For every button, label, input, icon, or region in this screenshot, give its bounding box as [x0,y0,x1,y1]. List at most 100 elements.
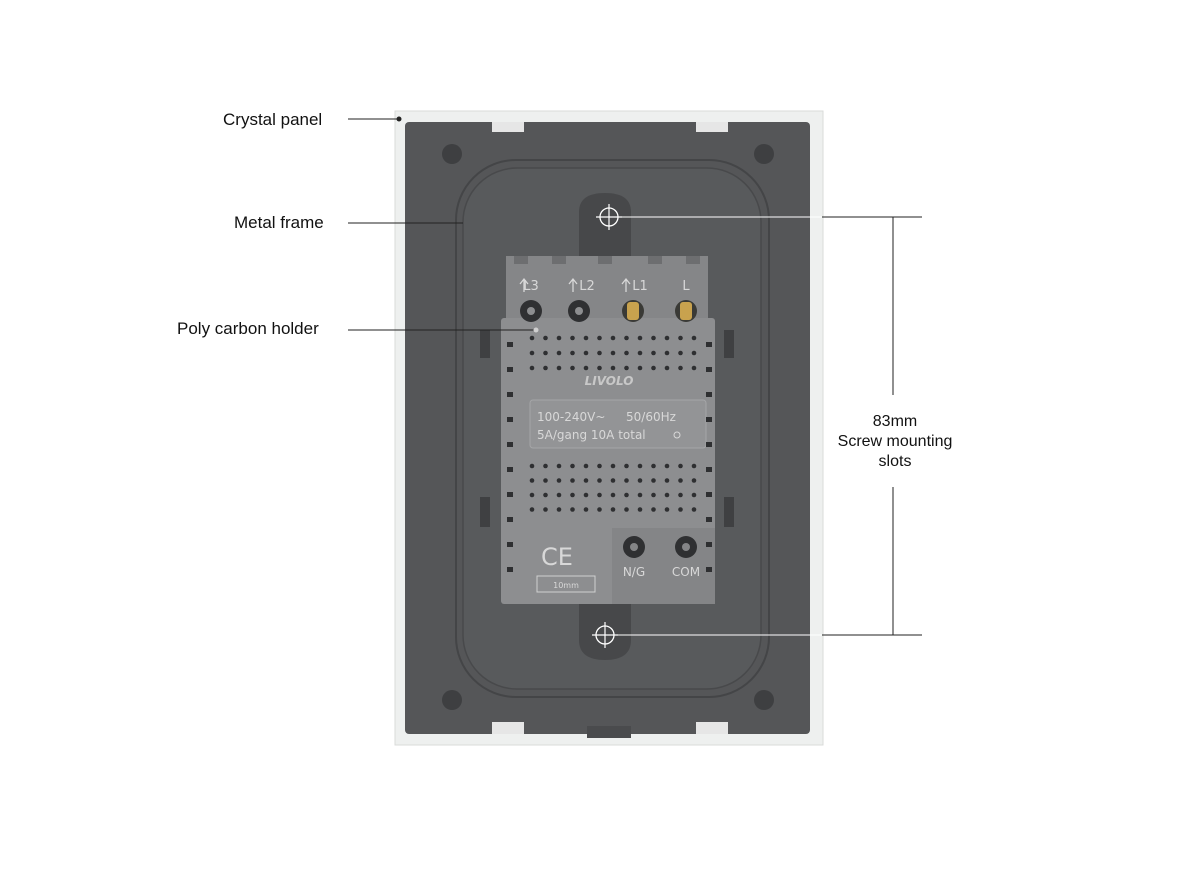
frame-hole [442,144,462,164]
brand-logo: LIVOLO [585,374,634,388]
vent-hole [583,350,589,356]
vent-hole [556,492,562,498]
terminal-l [675,300,697,322]
vent-hole [678,492,683,498]
terminal-label-l: L [682,279,690,294]
vent-hole [597,365,602,371]
vent-hole [637,335,643,341]
vent-hole [610,492,616,498]
terminal-l2 [568,300,590,322]
side-slot [706,467,712,472]
terminal-com [675,536,697,558]
vent-hole [651,350,656,356]
vent-hole [556,335,562,341]
ventilation-holes [529,335,697,512]
side-slot [507,492,513,497]
vent-hole [570,507,575,512]
terminal-label-com: COM [672,565,700,579]
spec-voltage: 100-240V~ [537,410,605,424]
side-slot [507,567,513,572]
dimension-desc-line2: slots [878,453,912,470]
light-icon [673,431,681,439]
vent-hole [651,507,656,512]
frame-hole [442,690,462,710]
vent-hole [624,350,629,356]
vent-hole [637,492,643,498]
vent-hole [691,492,697,498]
frame-hole [754,690,774,710]
spec-frequency: 50/60Hz [626,410,676,424]
terminal-l3 [520,300,542,322]
vent-hole [583,365,589,371]
vent-hole [691,507,697,512]
vent-hole [556,350,562,356]
vent-hole [529,463,535,469]
side-slot [507,367,513,372]
vent-hole [583,478,589,483]
vent-hole [637,350,643,356]
ce-mark: CE [541,543,573,571]
vent-hole [691,335,697,341]
vent-hole [610,350,616,356]
terminal-label-l2: L2 [579,279,595,294]
vent-hole [651,335,656,341]
vent-hole [543,492,548,498]
vent-hole [610,335,616,341]
vent-hole [624,507,629,512]
spec-current: 5A/gang 10A total [537,428,646,442]
vent-hole [651,463,656,469]
side-slot [706,517,712,522]
vent-hole [637,478,643,483]
side-slot [507,517,513,522]
terminal-ng [623,536,645,558]
vent-hole [597,478,602,483]
vent-hole [556,463,562,469]
vent-hole [664,507,670,512]
vent-hole [570,463,575,469]
side-slot [507,342,513,347]
vent-hole [610,478,616,483]
vent-hole [678,365,683,371]
vent-hole [678,335,683,341]
vent-hole [529,478,535,483]
side-slot [706,442,712,447]
vent-hole [583,507,589,512]
vent-hole [570,478,575,483]
vent-hole [556,365,562,371]
vent-hole [570,350,575,356]
vent-hole [529,365,535,371]
vent-hole [651,478,656,483]
vent-hole [691,350,697,356]
vent-hole [583,335,589,341]
vent-hole [691,365,697,371]
metal-frame-label: Metal frame [234,213,324,232]
side-slot [706,567,712,572]
vent-hole [678,350,683,356]
crystal-panel-label: Crystal panel [223,110,323,129]
side-slot [706,392,712,397]
vent-hole [624,463,629,469]
vent-hole [637,463,643,469]
vent-hole [651,492,656,498]
side-slot [706,367,712,372]
side-slot [706,542,712,547]
side-slot [507,542,513,547]
vent-hole [691,463,697,469]
vent-hole [624,492,629,498]
vent-hole [664,478,670,483]
vent-hole [529,507,535,512]
vent-hole [678,463,683,469]
vent-hole [664,463,670,469]
vent-hole [637,365,643,371]
side-slots [507,342,712,572]
dimension-desc-line1: Screw mounting [837,433,953,450]
vent-hole [597,507,602,512]
frame-hole [754,144,774,164]
vent-hole [556,507,562,512]
vent-hole [624,365,629,371]
vent-hole [543,478,548,483]
vent-hole [529,492,535,498]
terminal-label-l1: L1 [632,279,648,294]
vent-hole [529,350,535,356]
vent-hole [610,507,616,512]
